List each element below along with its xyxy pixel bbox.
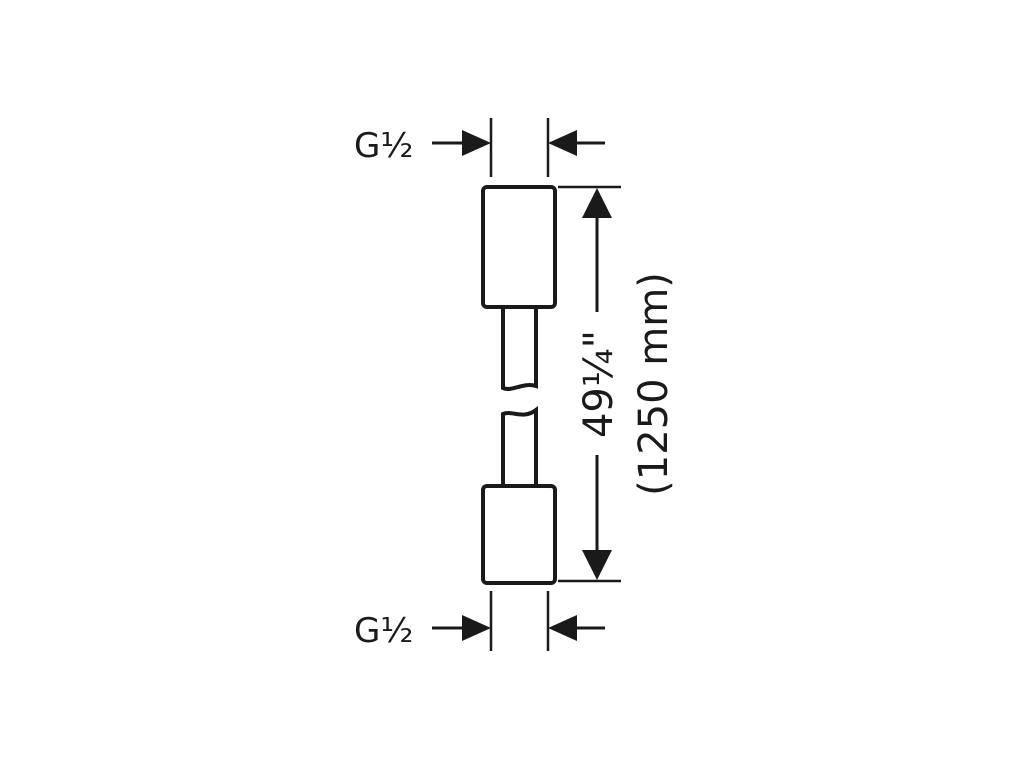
top-left-arrowhead (462, 130, 491, 156)
top-right-arrowhead (548, 130, 577, 156)
bottom-left-arrowhead (462, 615, 491, 641)
lower-hose-segment (501, 405, 538, 486)
bottom-thread-callout: G½ (354, 591, 605, 651)
length-bottom-arrowhead (582, 550, 612, 580)
upper-hose-segment (501, 307, 538, 391)
bottom-thread-label: G½ (354, 611, 413, 651)
hose-body (481, 185, 557, 585)
top-thread-label: G½ (354, 126, 413, 166)
length-imperial-label: 49¼" (576, 330, 622, 438)
length-dimension: 49¼" (1250 mm) (558, 185, 677, 583)
length-metric-label: (1250 mm) (631, 272, 677, 496)
bottom-right-arrowhead (548, 615, 577, 641)
top-thread-callout: G½ (354, 118, 605, 177)
top-fitting (481, 185, 557, 309)
bottom-fitting (481, 484, 557, 585)
length-top-arrowhead (582, 188, 612, 218)
